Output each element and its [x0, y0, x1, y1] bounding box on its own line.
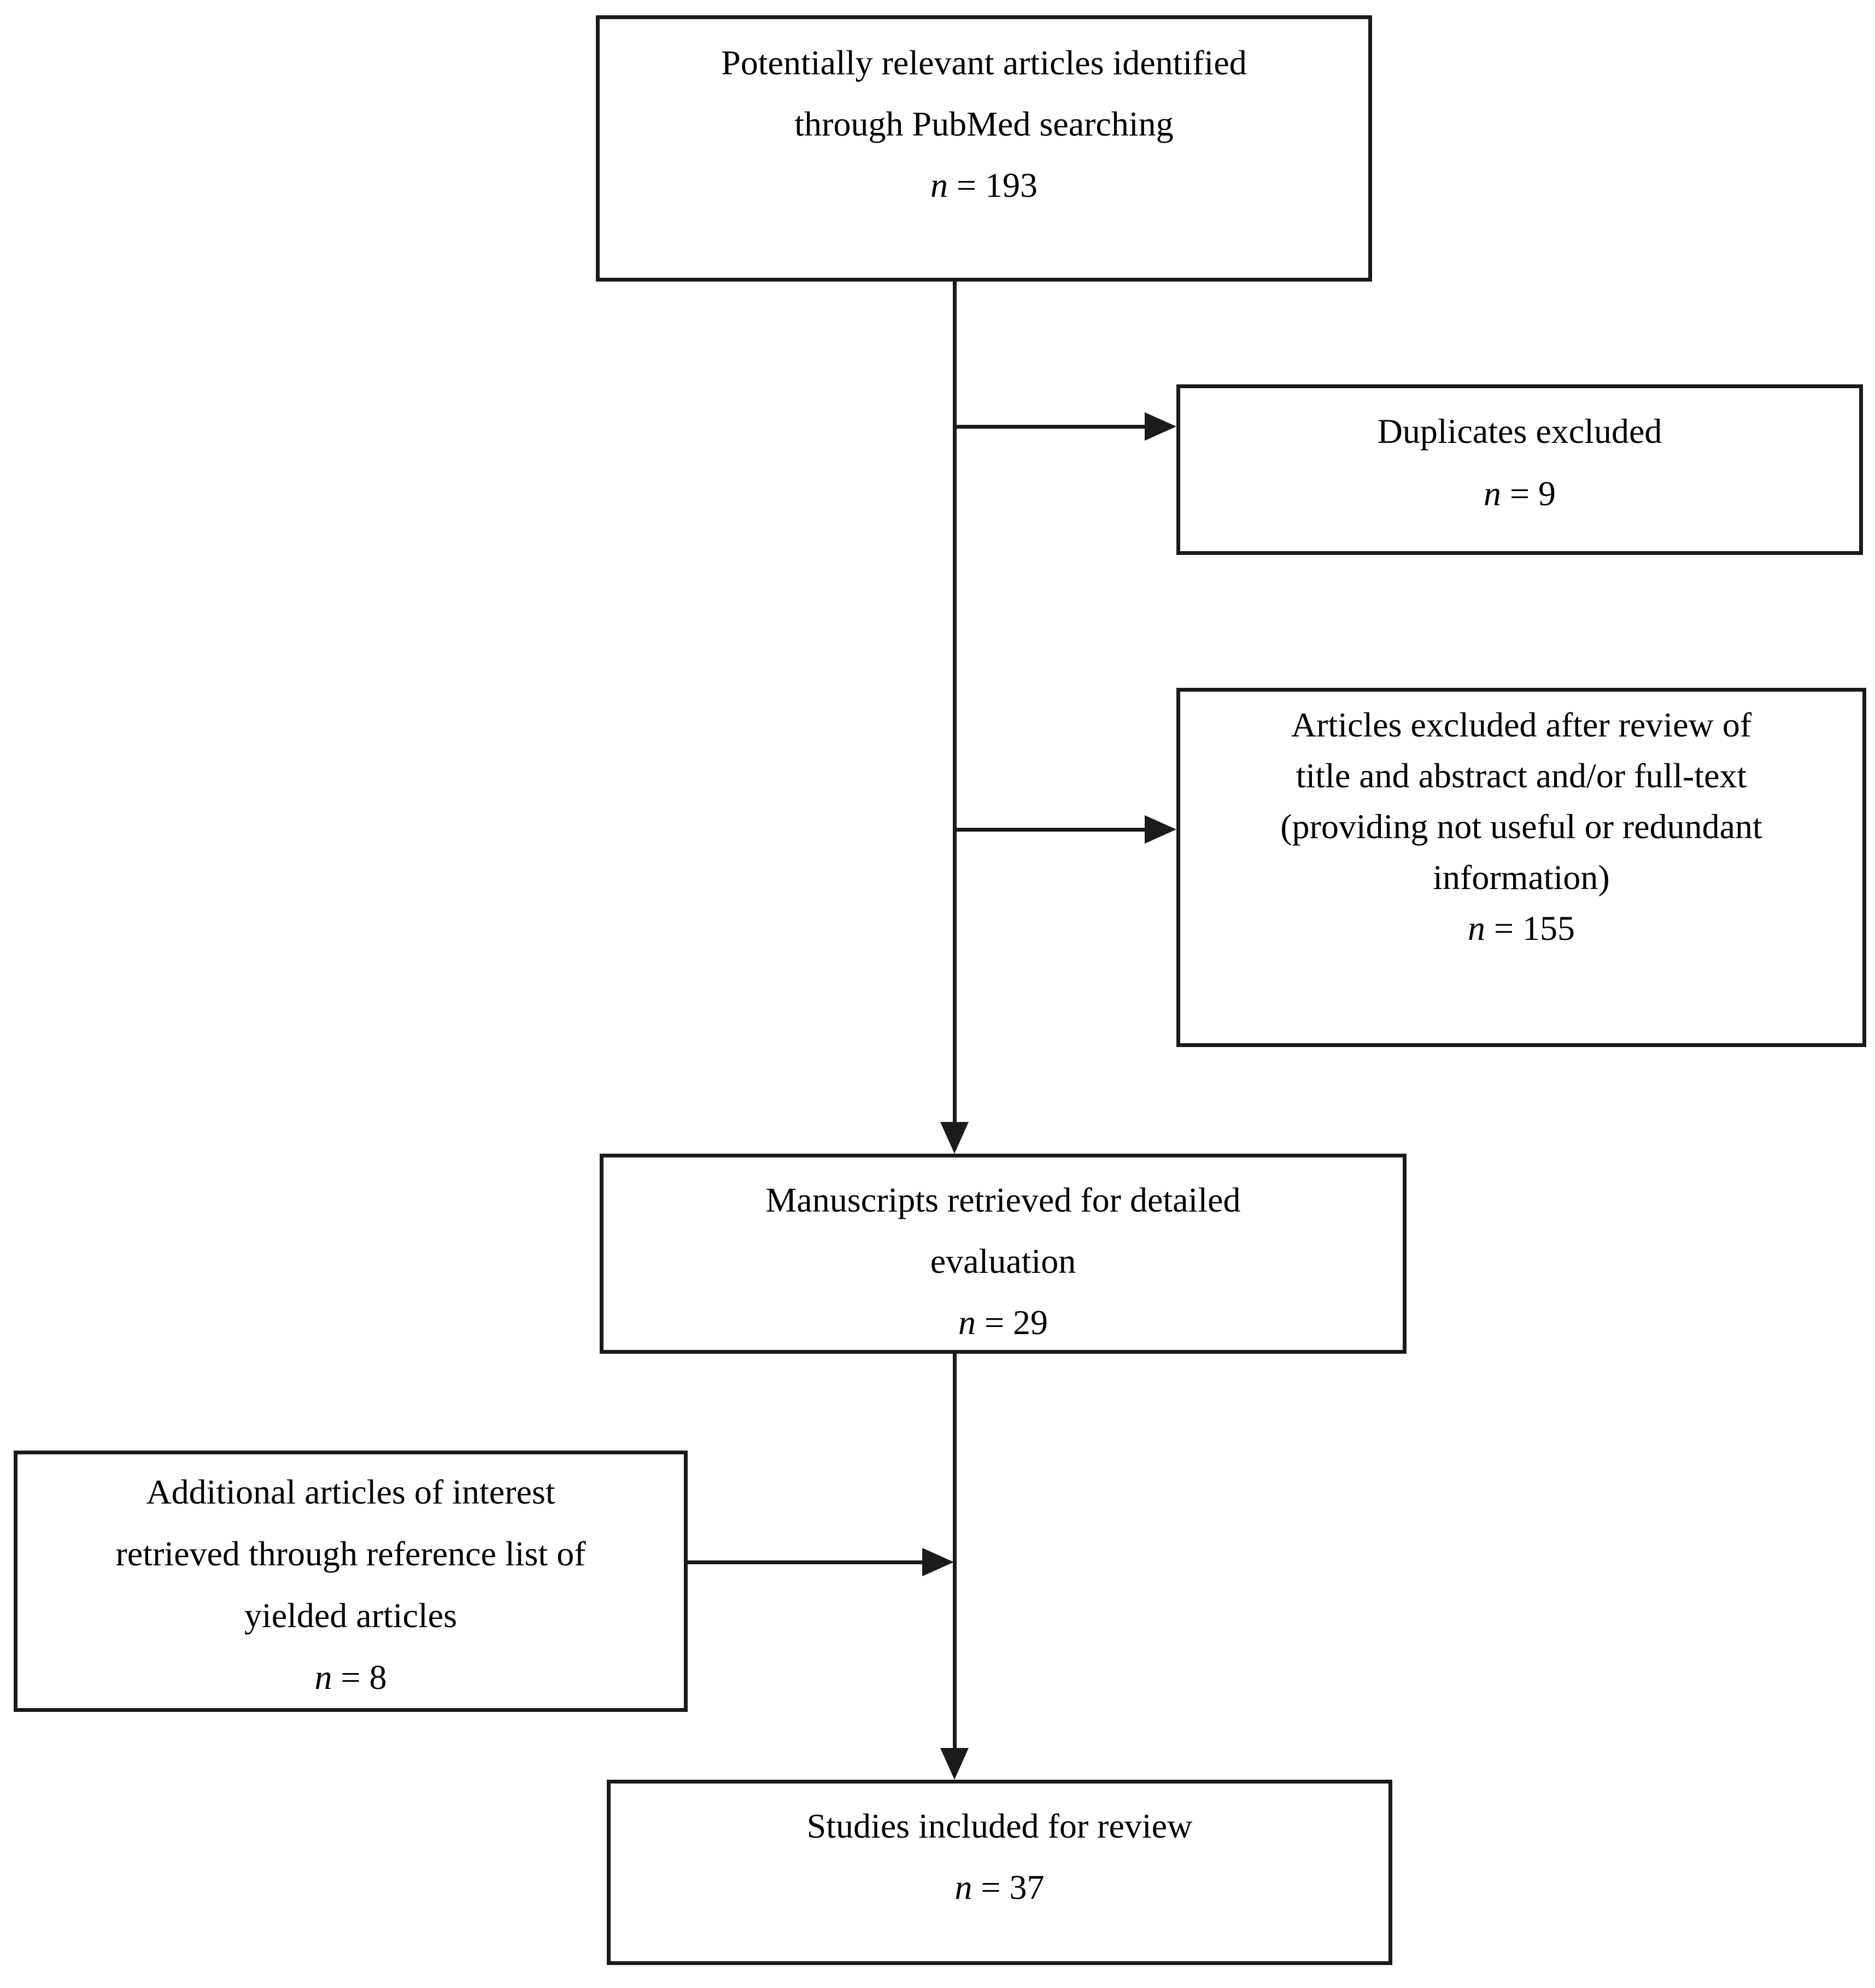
box-additional-line-1: Additional articles of interest: [146, 1472, 555, 1511]
n-symbol: n: [954, 1868, 972, 1907]
box-excluded: Articles excluded after review of title …: [1176, 688, 1866, 1047]
arrowhead-into-excluded: [1145, 815, 1176, 844]
box-excluded-line-3: (providing not useful or redundant: [1280, 807, 1762, 846]
n-value: = 8: [332, 1658, 387, 1697]
n-symbol: n: [958, 1303, 976, 1342]
n-value: = 29: [975, 1303, 1048, 1342]
arrow-retrieved-to-included-line: [953, 1354, 957, 1750]
box-identified-line-1: Potentially relevant articles identified: [721, 43, 1247, 82]
box-included: Studies included for review n = 37: [607, 1780, 1392, 1965]
box-retrieved: Manuscripts retrieved for detailed evalu…: [600, 1154, 1407, 1354]
box-identified-count: n = 193: [600, 155, 1368, 216]
box-excluded-line-1: Articles excluded after review of: [1291, 705, 1752, 744]
n-symbol: n: [1483, 474, 1501, 513]
box-included-count: n = 37: [611, 1857, 1388, 1918]
arrowhead-additional-into-spine: [922, 1548, 954, 1576]
box-additional-line-3: yielded articles: [244, 1596, 458, 1635]
box-retrieved-count: n = 29: [603, 1292, 1403, 1353]
arrow-identified-to-retrieved-line: [953, 280, 957, 1124]
box-excluded-line-2: title and abstract and/or full-text: [1296, 756, 1747, 795]
arrowhead-into-included: [940, 1748, 969, 1780]
n-value: = 155: [1485, 909, 1575, 948]
box-additional-count: n = 8: [17, 1646, 684, 1708]
box-excluded-line-4: information): [1433, 858, 1610, 897]
box-excluded-count: n = 155: [1180, 903, 1862, 954]
n-symbol: n: [1467, 909, 1485, 948]
box-retrieved-line-1: Manuscripts retrieved for detailed: [765, 1180, 1241, 1219]
box-additional-line-2: retrieved through reference list of: [115, 1534, 586, 1573]
arrowhead-into-duplicates: [1145, 412, 1176, 441]
n-symbol: n: [314, 1658, 332, 1697]
box-duplicates-line-1: Duplicates excluded: [1377, 412, 1662, 451]
n-symbol: n: [930, 166, 948, 204]
box-retrieved-line-2: evaluation: [930, 1242, 1076, 1280]
box-identified-line-2: through PubMed searching: [794, 104, 1174, 143]
box-identified: Potentially relevant articles identified…: [596, 15, 1372, 282]
box-additional: Additional articles of interest retrieve…: [14, 1451, 688, 1712]
arrow-additional-to-spine-line: [687, 1560, 923, 1564]
box-duplicates: Duplicates excluded n = 9: [1176, 384, 1863, 555]
n-value: = 37: [972, 1868, 1045, 1907]
box-included-line-1: Studies included for review: [806, 1806, 1193, 1845]
arrow-to-duplicates-line: [954, 425, 1146, 429]
arrow-to-excluded-line: [954, 828, 1146, 832]
box-duplicates-count: n = 9: [1180, 463, 1859, 525]
n-value: = 9: [1501, 474, 1556, 513]
n-value: = 193: [947, 166, 1038, 204]
arrowhead-into-retrieved: [940, 1122, 969, 1154]
